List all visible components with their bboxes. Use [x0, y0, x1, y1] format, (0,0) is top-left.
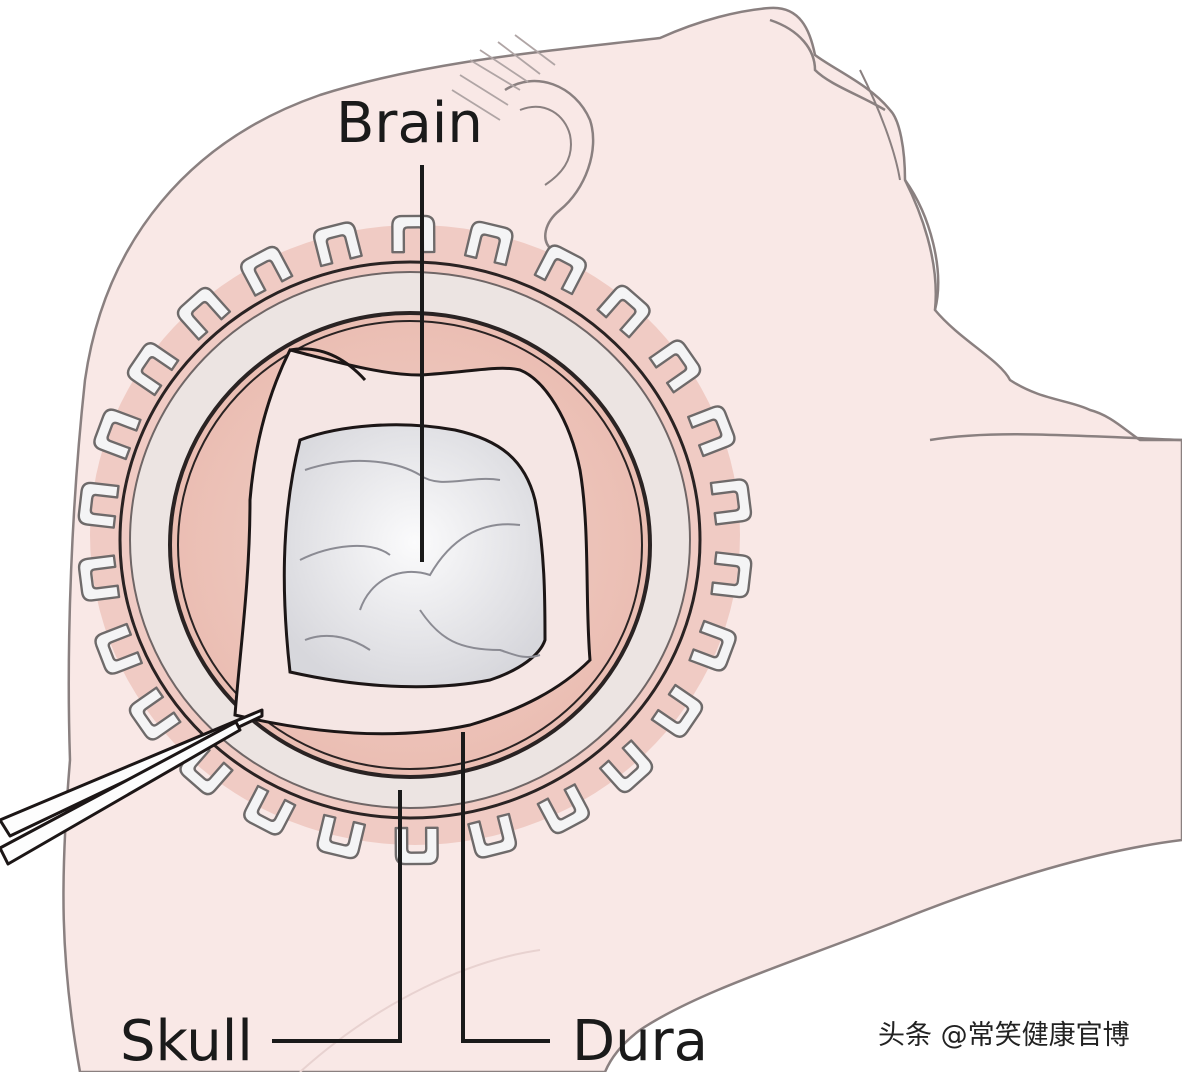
- dura-label: Dura: [572, 1009, 708, 1074]
- brain-surface: [282, 423, 547, 689]
- watermark-text: 头条 @常笑健康官博: [878, 1020, 1130, 1051]
- leader-lines: [272, 165, 550, 1043]
- forceps-icon: [0, 708, 264, 866]
- skull-label: Skull: [120, 1009, 253, 1074]
- skull-leader: [272, 790, 402, 1043]
- dura-leader: [461, 732, 550, 1043]
- brain-label: Brain: [336, 91, 483, 156]
